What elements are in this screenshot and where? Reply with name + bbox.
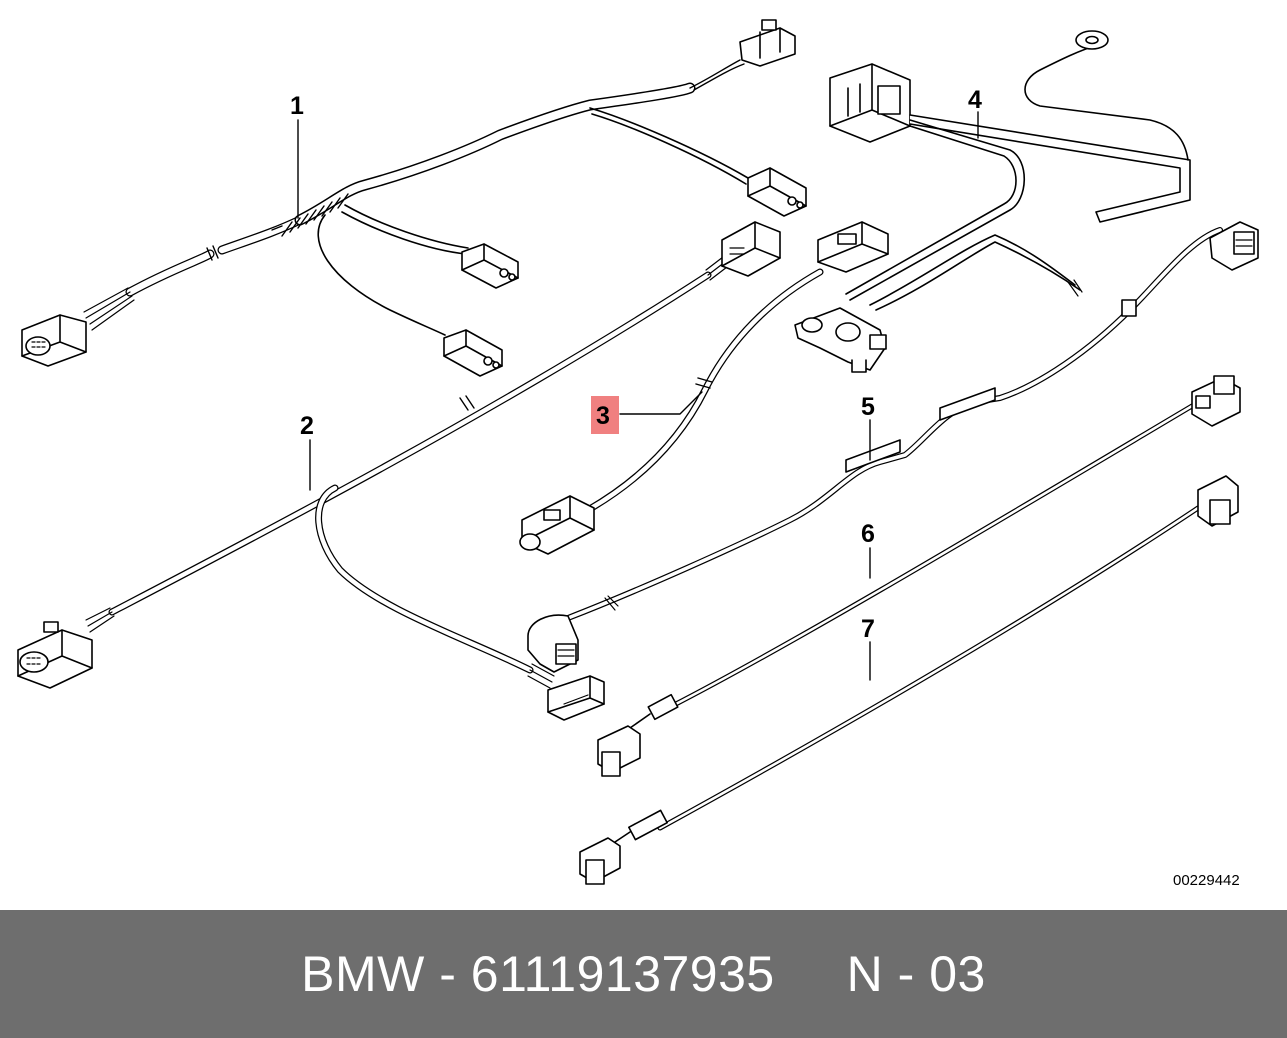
part-3-cable — [519, 221, 889, 555]
part-3-top-connector — [817, 221, 889, 273]
part-6-cable — [597, 375, 1241, 777]
part-5-cable — [527, 221, 1259, 673]
callout-3-highlight — [591, 396, 619, 434]
part-1-harness — [21, 19, 807, 377]
part-4-battery-clamp — [794, 307, 887, 373]
part-number-label: BMW - 61119137935 N - 03 — [301, 946, 986, 1002]
callout-4[interactable]: 4 — [968, 86, 982, 114]
part-1-top-connector — [739, 19, 796, 67]
part-4-box-connector — [829, 63, 911, 143]
part-3-bottom-connector — [519, 495, 595, 555]
part-2-bottom-connector — [547, 675, 605, 721]
part-5-top-connector — [1209, 221, 1259, 271]
part-2-left-connector — [17, 621, 93, 689]
callout-5[interactable]: 5 — [861, 393, 875, 421]
wiring-harness-diagram: 1 2 3 4 5 6 7 00229442 — [17, 19, 1259, 889]
part-6-bottom-connector — [597, 725, 641, 777]
leader-lines — [297, 111, 979, 681]
part-2-right-connector — [721, 221, 781, 277]
part-5-bottom-connector — [527, 614, 579, 673]
part-1-connector-a — [747, 167, 807, 217]
part-1-connector-b — [461, 243, 519, 289]
part-1-connector-c — [443, 329, 503, 377]
callout-2[interactable]: 2 — [300, 412, 314, 440]
part-2-harness — [17, 221, 781, 721]
part-6-top-connector — [1191, 375, 1241, 427]
part-4-harness — [794, 30, 1191, 373]
part-1-left-connector — [21, 314, 87, 367]
callout-3[interactable]: 3 — [596, 402, 610, 430]
part-7-cable — [579, 475, 1239, 885]
part-7-top-connector — [1197, 475, 1239, 527]
footer-bar: BMW - 61119137935 N - 03 — [0, 910, 1287, 1038]
callout-1[interactable]: 1 — [290, 92, 304, 120]
part-7-bottom-connector — [579, 837, 621, 885]
callout-7[interactable]: 7 — [861, 615, 875, 643]
callout-6[interactable]: 6 — [861, 520, 875, 548]
document-number: 00229442 — [1173, 872, 1240, 889]
